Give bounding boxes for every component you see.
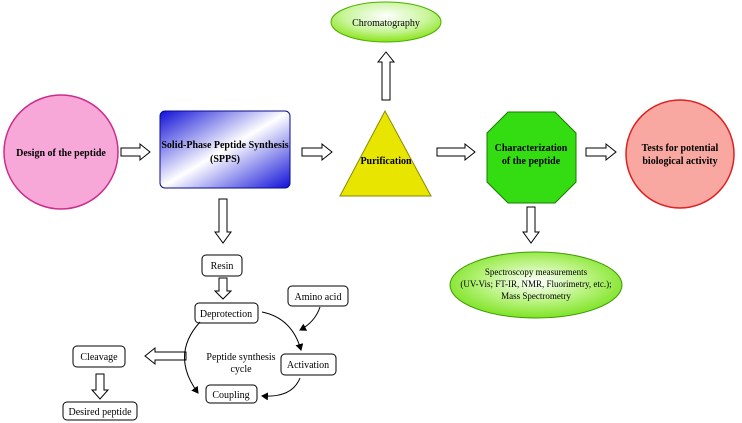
spectroscopy-label-line3: Mass Spectrometry <box>501 291 571 301</box>
coupling-box: Coupling <box>205 384 258 404</box>
arrow-spps-to-purification <box>301 142 333 162</box>
spectroscopy-label-line1: Spectroscopy measurements <box>485 267 588 277</box>
arrow-cycle-to-cleavage <box>144 346 187 366</box>
design-label: Design of the peptide <box>16 148 106 159</box>
tests-node: Tests for potential biological activity <box>625 99 735 209</box>
chromatography-node: Chromatography <box>330 1 442 43</box>
cycle-arrow-left <box>184 321 201 394</box>
activation-box: Activation <box>280 353 337 376</box>
spps-label-line1: Solid-Phase Peptide Synthesis <box>161 140 288 151</box>
resin-box: Resin <box>201 254 243 277</box>
cleavage-box: Cleavage <box>72 345 126 368</box>
deprotection-box: Deprotection <box>194 302 259 324</box>
amino-acid-box: Amino acid <box>287 285 349 307</box>
characterization-label-line1: Characterization <box>495 143 568 154</box>
arrow-resin-to-deprotection <box>213 277 233 300</box>
amino-acid-to-cycle-arrow <box>299 306 321 331</box>
spps-label-line2: (SPPS) <box>210 154 240 165</box>
characterization-node: Characterization of the peptide <box>486 111 577 204</box>
characterization-label-line2: of the peptide <box>502 156 561 167</box>
tests-label-line1: Tests for potential <box>642 143 719 154</box>
design-node: Design of the peptide <box>3 94 119 210</box>
arrow-purification-to-chromatography <box>376 51 396 101</box>
cleavage-label: Cleavage <box>80 352 118 363</box>
cycle-center-label-line1: Peptide synthesis <box>206 352 275 363</box>
arrow-purification-to-characterization <box>436 142 476 162</box>
arrow-characterization-to-tests <box>585 142 617 162</box>
cycle-center-label-line2: cycle <box>230 364 252 375</box>
cycle-arrow-right-top <box>261 311 304 351</box>
spps-node: Solid-Phase Peptide Synthesis (SPPS) <box>159 110 291 189</box>
desired-peptide-box: Desired peptide <box>62 401 138 421</box>
purification-node: Purification <box>339 109 432 197</box>
tests-label-line2: biological activity <box>642 156 717 167</box>
arrow-characterization-to-spectroscopy <box>522 206 540 244</box>
cycle-arrow-right-bottom <box>261 377 301 401</box>
amino-acid-label: Amino acid <box>295 292 342 303</box>
arrow-spps-to-resin <box>214 198 232 244</box>
arrow-cleavage-to-desired <box>90 373 110 400</box>
spectroscopy-label-line2: (UV-Vis; FT-IR, NMR, Fluorimetry, etc.); <box>460 279 611 289</box>
chromatography-label: Chromatography <box>352 18 420 29</box>
activation-label: Activation <box>287 360 329 371</box>
arrow-design-to-spps <box>120 142 151 162</box>
deprotection-label: Deprotection <box>200 309 252 320</box>
spectroscopy-node: Spectroscopy measurements (UV-Vis; FT-IR… <box>449 251 623 319</box>
purification-label: Purification <box>360 156 412 167</box>
resin-label: Resin <box>211 261 234 272</box>
desired-peptide-label: Desired peptide <box>68 407 132 418</box>
coupling-label: Coupling <box>212 390 249 401</box>
